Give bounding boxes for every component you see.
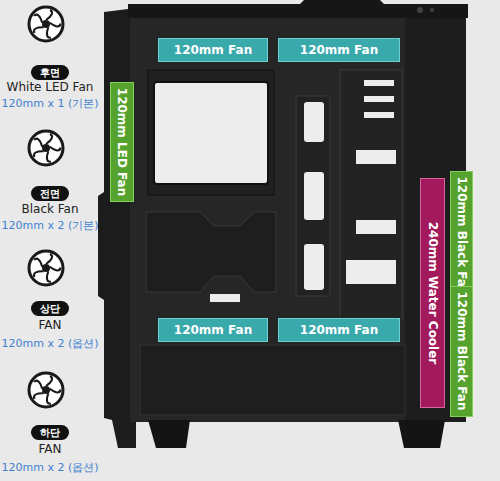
water-cooler-band: 240mm Water Cooler (420, 178, 445, 408)
fan-label: 120mm Fan (174, 43, 252, 57)
fan-label: 240mm Water Cooler (426, 222, 440, 365)
drive-slot (364, 80, 394, 86)
top-fan-band: 120mm Fan (278, 38, 400, 62)
position-badge: 후면 (31, 65, 69, 80)
top-fan-band: 120mm Fan (158, 38, 268, 62)
rear-window (154, 82, 268, 184)
fan-label: 120mm Black Fan (455, 177, 469, 296)
fan-label: 상단 (40, 303, 60, 314)
fan-label: 하단 (40, 427, 60, 438)
fan-label: 후면 (40, 67, 60, 78)
rear-fan-band: 120mm LED Fan (110, 82, 134, 202)
fan-icon (29, 373, 63, 407)
top-panel (128, 0, 468, 18)
cable-hole (304, 172, 324, 220)
cable-hole (304, 102, 324, 142)
bottom-fan-band: 120mm Fan (158, 318, 268, 342)
fan-type: FAN (0, 318, 100, 332)
psu-shroud (140, 345, 405, 415)
fan-spec: 120mm x 1 (기본) (0, 96, 100, 111)
fan-label: 120mm LED Fan (115, 88, 129, 196)
fan-spec: 120mm x 2 (옵션) (0, 460, 100, 475)
expansion-frame (146, 212, 276, 292)
fan-label: 120mm Black Fan (455, 292, 469, 411)
fan-spec: 120mm x 2 (기본) (0, 218, 100, 233)
fan-icon (29, 251, 63, 285)
foot (148, 420, 190, 448)
drive-slot (346, 260, 396, 284)
front-fan-band: 120mm Black Fan (450, 171, 473, 302)
io-port (430, 8, 434, 12)
bottom-fan-band: 120mm Fan (278, 318, 400, 342)
foot (398, 420, 445, 448)
drive-slot (356, 150, 396, 164)
fan-spec: 120mm x 2 (옵션) (0, 336, 100, 351)
cable-hole (304, 244, 324, 290)
tray-strip (296, 96, 330, 296)
fan-type: Black Fan (0, 202, 100, 216)
front-fan-band: 120mm Black Fan (450, 286, 473, 417)
fan-icon (29, 7, 63, 41)
drive-bay (340, 70, 402, 320)
position-badge: 하단 (31, 425, 69, 440)
fan-label: 120mm Fan (300, 323, 378, 337)
fan-icon (29, 131, 63, 165)
case-body (130, 14, 466, 422)
fan-label: 전면 (40, 188, 60, 199)
drive-slot (356, 220, 396, 234)
fan-type: White LED Fan (0, 80, 100, 94)
power-button (417, 7, 423, 13)
position-badge: 전면 (31, 186, 69, 201)
rear-fan-frame (148, 70, 274, 195)
position-badge: 상단 (31, 301, 69, 316)
cutout (210, 294, 240, 302)
fan-label: 120mm Fan (300, 43, 378, 57)
drive-slot (364, 96, 394, 102)
fan-label: 120mm Fan (174, 323, 252, 337)
fan-type: FAN (0, 442, 100, 456)
drive-slot (364, 112, 394, 118)
